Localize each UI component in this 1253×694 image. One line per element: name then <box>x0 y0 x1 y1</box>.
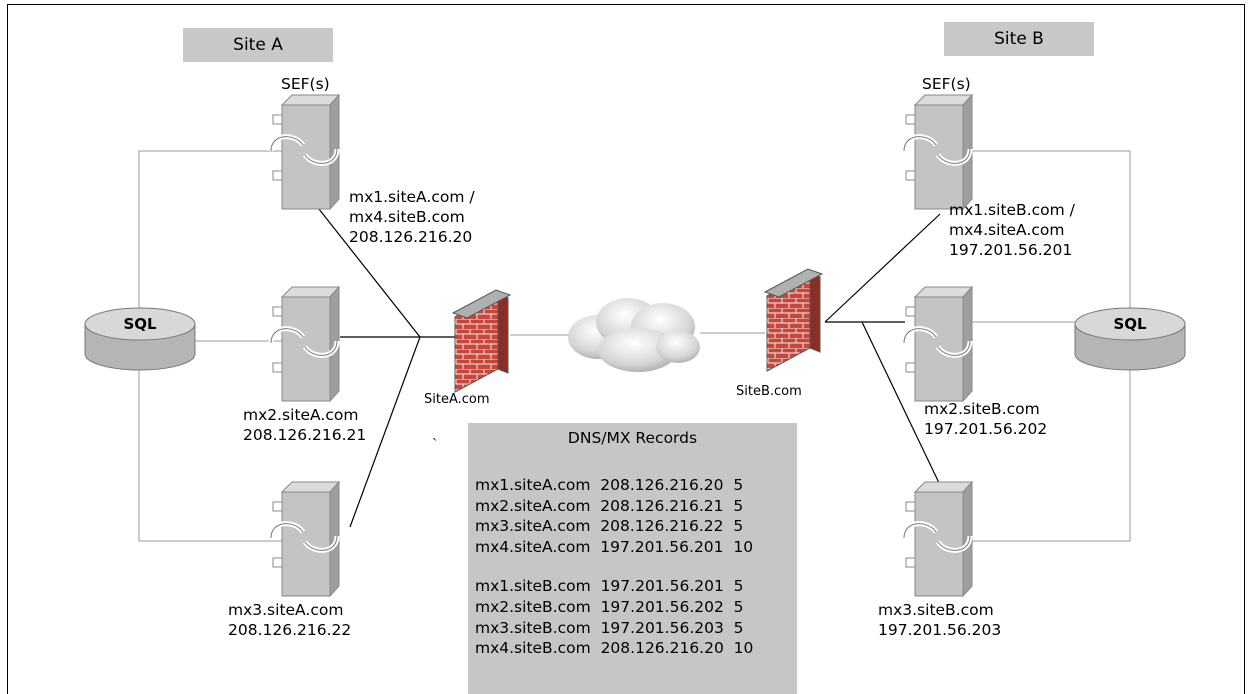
site-a-domain-label: SiteA.com <box>424 392 490 407</box>
dns-record-row: mx1.siteA.com 208.126.216.20 5 <box>475 476 744 494</box>
dns-record-row: mx4.siteA.com 197.201.56.201 10 <box>475 537 754 556</box>
firewall-icon <box>452 289 512 393</box>
server-icon <box>901 480 974 598</box>
site-a-label: Site A <box>183 28 333 62</box>
server-ip: 197.201.56.201 <box>949 241 1073 259</box>
site-b-domain-label: SiteB.com <box>736 384 802 399</box>
dns-records-title: DNS/MX Records <box>567 429 698 447</box>
server-name: mx1.siteB.com / <box>949 201 1075 219</box>
diagram-frame <box>7 4 1245 694</box>
site-a-mx2-label: mx2.siteA.com 208.126.216.21 <box>243 405 366 445</box>
site-b-mx2-label: mx2.siteB.com 197.201.56.202 <box>924 399 1047 439</box>
sql-links-b <box>970 150 1131 542</box>
server-icon <box>268 285 341 403</box>
site-b-mx3-label: mx3.siteB.com 197.201.56.203 <box>878 600 1001 640</box>
server-name: mx2.siteB.com <box>924 400 1040 418</box>
site-a-mx1-label: mx1.siteA.com / mx4.siteB.com 208.126.21… <box>349 187 475 247</box>
site-b-label: Site B <box>944 22 1094 56</box>
fw-links-a <box>299 184 455 528</box>
server-name-alt: mx4.siteB.com <box>349 208 465 226</box>
server-name: mx3.siteA.com <box>228 601 344 619</box>
site-a-db-label: SQL <box>123 315 157 333</box>
server-ip: 208.126.216.22 <box>228 621 352 639</box>
dns-record-row: mx2.siteB.com 197.201.56.202 5 <box>475 597 744 616</box>
server-ip: 197.201.56.202 <box>924 420 1048 438</box>
dns-group-spacer <box>475 557 753 576</box>
firewall-icon <box>764 268 824 372</box>
cloud-links <box>510 332 765 336</box>
server-name: mx1.siteA.com / <box>349 188 475 206</box>
server-ip: 208.126.216.21 <box>243 426 367 444</box>
database-icon <box>84 307 196 371</box>
database-icon <box>1074 307 1186 371</box>
server-icon <box>268 93 341 211</box>
server-name: mx2.siteA.com <box>243 406 359 424</box>
dns-record-row: mx1.siteB.com 197.201.56.201 5 <box>475 577 744 596</box>
site-b-mx1-label: mx1.siteB.com / mx4.siteA.com 197.201.56… <box>949 200 1075 260</box>
server-icon <box>901 285 974 403</box>
server-ip: 197.201.56.203 <box>878 621 1002 639</box>
server-icon <box>268 480 341 598</box>
sql-links-a <box>138 150 282 542</box>
site-a-mx3-label: mx3.siteA.com 208.126.216.22 <box>228 600 351 640</box>
dns-record-row: mx3.siteB.com 197.201.56.203 5 <box>475 618 744 637</box>
dns-record-row: mx3.siteA.com 208.126.216.22 5 <box>475 517 744 536</box>
internet-cloud-icon <box>568 298 700 372</box>
dns-mx-records-panel: DNS/MX Records mx1.siteA.com 208.126.216… <box>468 423 797 694</box>
stray-mark: ` <box>432 438 439 453</box>
server-name-alt: mx4.siteA.com <box>949 221 1065 239</box>
site-b-db-label: SQL <box>1113 315 1147 333</box>
server-name: mx3.siteB.com <box>878 601 994 619</box>
server-ip: 208.126.216.20 <box>349 228 473 246</box>
site-a-sef-label: SEF(s) <box>281 75 330 93</box>
dns-record-row: mx4.siteB.com 208.126.216.20 10 <box>475 639 754 658</box>
dns-record-row: mx2.siteA.com 208.126.216.21 5 <box>475 496 744 515</box>
fw-links-b <box>824 213 941 486</box>
site-b-sef-label: SEF(s) <box>922 75 971 93</box>
server-icon <box>901 93 974 211</box>
dns-records-list: mx1.siteA.com 208.126.216.20 5 mx2.siteA… <box>475 475 753 659</box>
